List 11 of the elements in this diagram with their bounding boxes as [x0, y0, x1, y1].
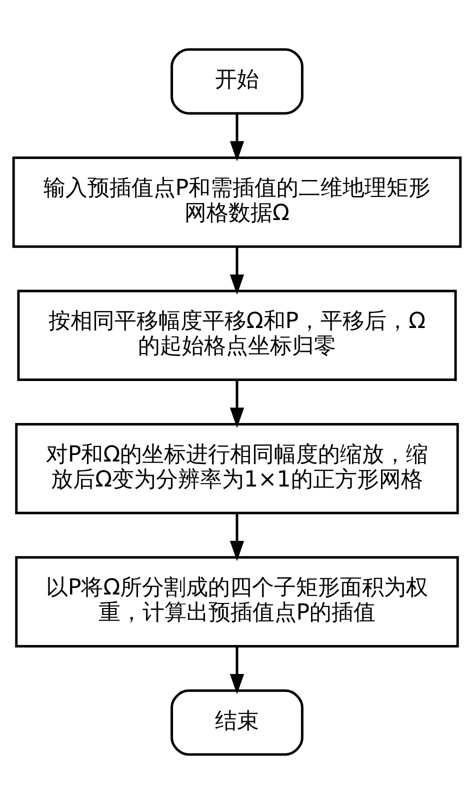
- node-box: 结束: [170, 688, 304, 756]
- arrow: [230, 512, 244, 561]
- node-box: 按相同平移幅度平移Ω和P，平移后，Ω的起始格点坐标归零: [17, 289, 457, 381]
- node-box: 开始: [170, 48, 304, 114]
- arrow: [230, 113, 244, 161]
- node-box: 输入预插值点P和需插值的二维地理矩形网格数据Ω: [12, 156, 462, 248]
- node-box: 以P将Ω所分割成的四个子矩形面积为权重，计算出预插值点P的插值: [15, 556, 459, 647]
- arrow: [230, 646, 244, 694]
- arrow: [230, 246, 244, 294]
- node-box: 对P和Ω的坐标进行相同幅度的缩放，缩放后Ω变为分辨率为1×1的正方形网格: [15, 422, 459, 514]
- arrow: [230, 379, 244, 428]
